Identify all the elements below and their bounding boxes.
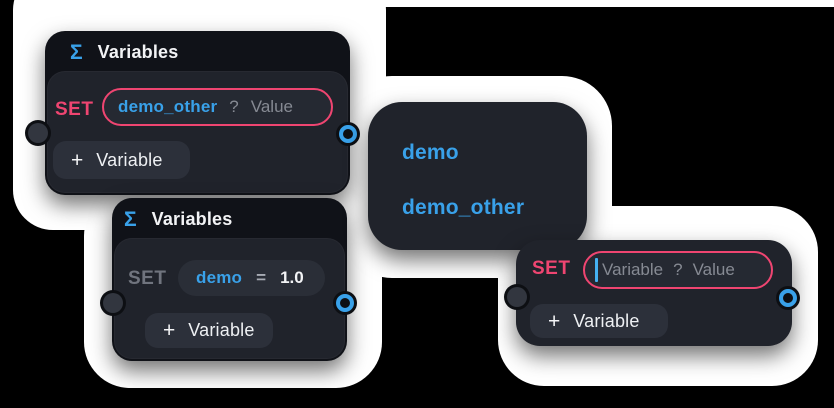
equals-sign: = [256,268,267,287]
separator-text: ? [673,260,683,279]
node-header: Σ Variables [45,31,350,73]
suggestion-item-demo-other[interactable]: demo_other [402,196,525,219]
add-variable-button[interactable]: + Variable [530,304,668,338]
variable-name-text: demo [196,268,243,287]
node-title: Variables [151,208,233,229]
plus-icon: + [163,319,176,342]
set-label: SET [128,268,167,289]
add-variable-button[interactable]: + Variable [145,313,273,348]
variable-value-display[interactable]: demo = 1.0 [178,260,325,296]
separator-text: ? [229,97,239,116]
add-variable-label: Variable [188,320,255,340]
plus-icon: + [71,148,84,172]
add-variable-label: Variable [573,310,640,331]
value-placeholder: Value [250,97,293,116]
add-variable-label: Variable [96,149,163,170]
value-placeholder: Value [692,260,735,279]
variable-name-input[interactable]: demo_other ? Value [102,88,333,126]
input-port[interactable] [103,293,123,313]
variable-name-input-focused[interactable]: Variable ? Value [583,251,773,289]
input-port[interactable] [507,287,527,307]
node-title: Variables [97,41,179,62]
output-port[interactable] [339,125,357,143]
set-label: SET [55,99,94,120]
output-port[interactable] [336,294,354,312]
variables-node-bottom[interactable]: SET Variable ? Value + Variable [507,240,797,346]
variables-node-middle[interactable]: Σ Variables SET demo = 1.0 + Variable [103,198,354,361]
variable-name-text: demo_other [118,97,218,116]
input-port[interactable] [28,123,48,143]
suggestion-item-demo[interactable]: demo [402,141,459,164]
sigma-icon: Σ [124,207,137,231]
variable-value-text: 1.0 [280,268,304,287]
set-label: SET [532,258,571,279]
output-port[interactable] [779,289,797,307]
halo-top-strip [18,0,834,7]
sigma-icon: Σ [70,40,83,64]
text-cursor [595,258,598,282]
node-header: Σ Variables [112,198,347,240]
variable-suggestions-dropdown: demo demo_other [368,102,587,250]
plus-icon: + [548,309,561,333]
name-placeholder: Variable [602,260,664,279]
variables-node-top[interactable]: Σ Variables SET demo_other ? Value + Var… [28,31,357,195]
add-variable-button[interactable]: + Variable [53,141,190,179]
